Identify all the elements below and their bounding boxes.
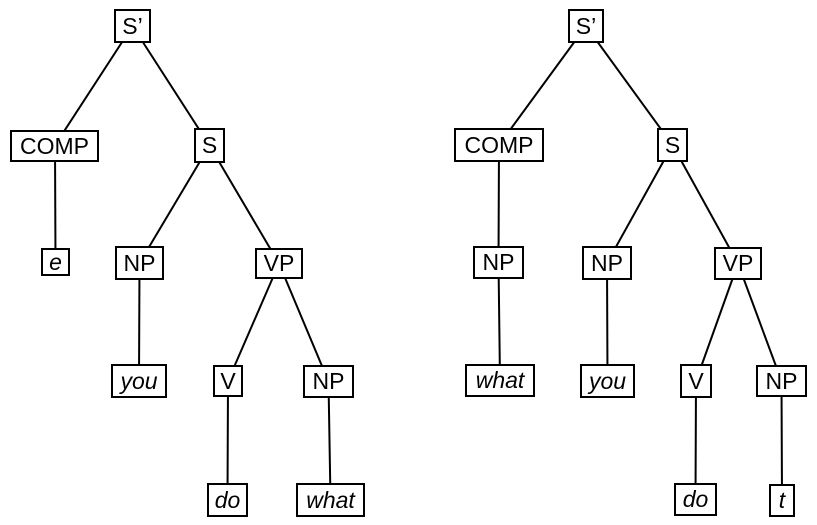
left-tree-node-np-object: NP <box>303 365 354 398</box>
edge-left-vp-v <box>227 263 280 382</box>
edge-left-np-what <box>327 381 332 501</box>
edge-right-v-do <box>694 380 697 500</box>
edge-right-vp-v <box>695 263 739 382</box>
left-tree-node-s: S <box>194 128 225 163</box>
right-tree-node-np-subject: NP <box>582 246 632 280</box>
edge-right-sbar-comp <box>498 25 587 146</box>
left-tree-node-do: do <box>207 483 248 517</box>
left-tree-node-e: e <box>41 248 70 276</box>
left-tree-node-sbar: S’ <box>114 9 151 43</box>
edge-left-v-do <box>226 380 229 501</box>
edge-left-s-np <box>138 144 211 264</box>
right-tree-node-v: V <box>680 364 712 398</box>
left-tree-node-what: what <box>296 483 365 517</box>
left-tree-node-vp: VP <box>255 248 303 279</box>
edge-left-comp-e <box>54 145 57 263</box>
left-tree-node-comp: COMP <box>10 130 99 162</box>
right-tree-node-comp: COMP <box>454 128 544 162</box>
edge-right-np-what <box>497 262 501 381</box>
edge-right-vp-np <box>737 263 783 382</box>
edge-right-np-you <box>606 262 609 382</box>
edge-left-sbar-comp <box>53 25 134 147</box>
left-tree-node-you: you <box>111 364 167 398</box>
edge-left-s-vp <box>208 144 280 265</box>
edge-left-np-you <box>138 262 141 382</box>
edge-left-sbar-s <box>131 25 211 147</box>
right-tree-node-t: t <box>769 484 795 517</box>
edge-right-sbar-s <box>585 25 674 146</box>
right-tree-node-what: what <box>465 364 535 397</box>
right-tree-node-vp: VP <box>714 247 762 280</box>
left-tree-node-v: V <box>213 365 243 397</box>
edge-right-comp-np <box>497 144 500 263</box>
left-tree-node-np-subject: NP <box>115 246 164 280</box>
edge-right-s-vp <box>671 144 739 264</box>
right-tree-node-you: you <box>580 364 635 398</box>
right-tree-node-np-comp: NP <box>473 246 524 279</box>
right-tree-node-sbar: S’ <box>568 9 604 43</box>
right-tree-node-np-object: NP <box>756 365 807 397</box>
right-tree-node-s: S <box>657 128 688 162</box>
edge-right-s-np <box>606 144 674 264</box>
right-tree-node-do: do <box>674 483 717 516</box>
edge-right-np-t <box>780 380 783 501</box>
edge-left-vp-np <box>278 263 330 382</box>
